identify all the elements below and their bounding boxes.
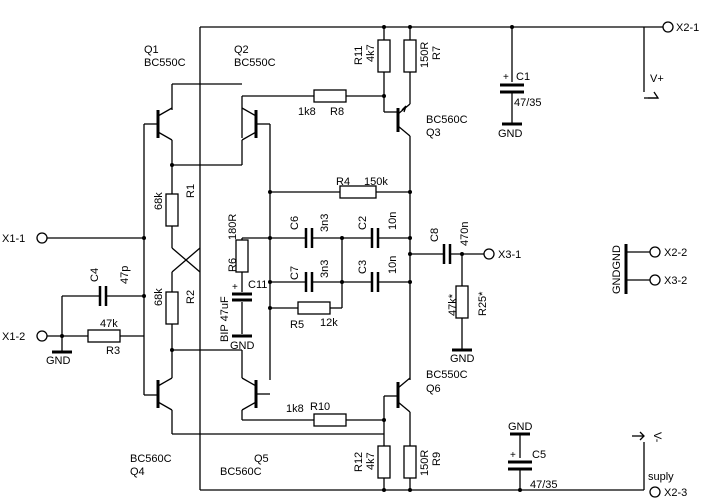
c7-value: 3n3 — [319, 260, 331, 278]
q1-name: Q1 — [144, 44, 159, 56]
terminal-x21-label: X2-1 — [676, 22, 699, 34]
r3 — [87, 329, 121, 343]
terminal-x22[interactable] — [649, 246, 661, 258]
r12-name: R12 — [353, 452, 365, 472]
q5-name: Q5 — [254, 453, 269, 465]
r2-value: 68k — [153, 288, 165, 306]
r25-value: 47k* — [447, 293, 459, 316]
c4-name: C4 — [89, 268, 101, 282]
q3-name: Q3 — [426, 127, 441, 139]
terminal-x32-label: X3-2 — [664, 275, 687, 287]
terminal-x31[interactable] — [483, 248, 495, 260]
gndgnd-label: GNDGND — [611, 245, 623, 294]
c6-name: C6 — [289, 216, 301, 230]
c11-name: C11 — [248, 279, 267, 291]
gnd-label-c11: GND — [230, 340, 255, 352]
terminal-x32[interactable] — [649, 274, 661, 286]
r10 — [313, 413, 347, 427]
gnd-label-c5: GND — [508, 421, 533, 433]
r8 — [313, 89, 347, 103]
r10-value: 1k8 — [286, 403, 304, 415]
r8-name: R8 — [330, 106, 344, 118]
svg-text:+: + — [510, 450, 516, 461]
r10-name: R10 — [310, 401, 330, 413]
svg-text:+: + — [503, 72, 509, 83]
c4-value: 47p — [119, 266, 131, 284]
c3-value: 10n — [387, 256, 399, 274]
terminal-x21[interactable] — [662, 21, 674, 33]
c2-value: 10n — [387, 212, 399, 230]
r2 — [165, 291, 179, 325]
terminal-x11-label: X1-1 — [2, 233, 25, 245]
r7-value: 150R — [419, 42, 431, 68]
r11-name: R11 — [353, 46, 365, 65]
r1 — [165, 193, 179, 227]
r6-name: R6 — [227, 258, 239, 272]
r9 — [403, 445, 417, 479]
q2-part: BC550C — [234, 57, 276, 69]
gnd-label-r25: GND — [450, 353, 475, 365]
gnd-label-input: GND — [46, 355, 71, 367]
c6-value: 3n3 — [319, 214, 331, 232]
terminal-x23-label: X2-3 — [664, 487, 687, 499]
c5-name: C5 — [532, 449, 546, 461]
c8-value: 470n — [459, 222, 471, 246]
r1-value: 68k — [153, 192, 165, 210]
c8-name: C8 — [429, 228, 441, 242]
c5-value: 47/35 — [530, 479, 558, 491]
r5-value: 12k — [320, 317, 338, 329]
terminal-x12[interactable] — [36, 330, 48, 342]
q3-part: BC560C — [426, 114, 468, 126]
q4-part: BC560C — [130, 453, 172, 465]
r12 — [377, 445, 391, 479]
r2-name: R2 — [185, 290, 197, 304]
terminal-x11[interactable] — [36, 232, 48, 244]
terminal-x22-label: X2-2 — [664, 247, 687, 259]
vminus-label: V- — [651, 432, 663, 443]
r5-name: R5 — [290, 319, 304, 331]
gnd-label-c1: GND — [498, 128, 523, 140]
r9-value: 150R — [419, 450, 431, 476]
terminal-x23[interactable] — [649, 486, 661, 498]
r8-value: 1k8 — [298, 106, 316, 118]
q4-name: Q4 — [130, 466, 145, 478]
terminal-x31-label: X3-1 — [498, 249, 521, 261]
q5-part: BC560C — [220, 466, 262, 478]
c1-value: 47/35 — [514, 97, 542, 109]
q2-name: Q2 — [234, 44, 249, 56]
r1-name: R1 — [185, 184, 197, 198]
r12-value: 4k7 — [365, 452, 377, 470]
r3-name: R3 — [106, 345, 120, 357]
r3-value: 47k — [100, 318, 118, 330]
supply-label: suply — [648, 471, 674, 483]
r7 — [403, 39, 417, 73]
r25-name: R25* — [477, 291, 489, 316]
c7-name: C7 — [289, 266, 301, 280]
r11-value: 4k7 — [365, 44, 377, 62]
r7-name: R7 — [431, 46, 443, 60]
q6-part: BC550C — [426, 369, 468, 381]
q1-part: BC550C — [144, 57, 186, 69]
c1-name: C1 — [516, 71, 530, 83]
c3-name: C3 — [357, 260, 369, 274]
r6-value: 180R — [227, 214, 239, 240]
r9-name: R9 — [431, 452, 443, 466]
q6-name: Q6 — [426, 383, 441, 395]
c11-value: BIP 47uF — [219, 296, 231, 342]
svg-text:+: + — [232, 282, 238, 293]
r4-name: R4 — [336, 176, 350, 188]
vplus-label: V+ — [650, 73, 664, 85]
r11 — [377, 39, 391, 73]
r4-value: 150k — [364, 176, 388, 188]
terminal-x12-label: X1-2 — [2, 331, 25, 343]
c2-name: C2 — [357, 216, 369, 230]
r5 — [297, 301, 331, 315]
